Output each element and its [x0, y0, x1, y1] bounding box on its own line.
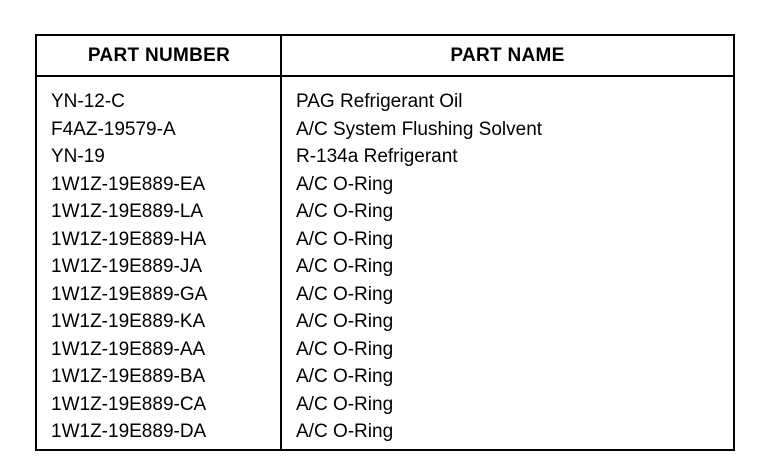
part-number-cell: YN-12-C	[51, 91, 125, 112]
header-part-number: PART NUMBER	[87, 45, 231, 66]
table-row: 1W1Z-19E889-GA A/C O-Ring	[37, 281, 733, 309]
table-row: 1W1Z-19E889-KA A/C O-Ring	[37, 308, 733, 336]
part-name-cell: PAG Refrigerant Oil	[296, 91, 463, 112]
part-number-cell: 1W1Z-19E889-CA	[51, 393, 207, 415]
table-row: 1W1Z-19E889-BA A/C O-Ring	[37, 363, 733, 391]
part-number-cell: 1W1Z-19E889-EA	[51, 173, 206, 195]
part-name-cell: A/C O-Ring	[296, 228, 394, 250]
table-row: F4AZ-19579-A A/C System Flushing Solvent	[37, 116, 733, 144]
part-name-cell: A/C System Flushing Solvent	[296, 118, 543, 140]
parts-table: PART NUMBER PART NAME YN-12-C PAG Refrige…	[35, 34, 735, 451]
part-name-cell: A/C O-Ring	[296, 366, 394, 387]
part-name-cell: A/C O-Ring	[296, 311, 394, 332]
part-number-cell: 1W1Z-19E889-HA	[51, 228, 207, 250]
part-name-cell: A/C O-Ring	[296, 338, 394, 360]
part-number-cell: 1W1Z-19E889-BA	[51, 366, 206, 387]
part-name-cell: A/C O-Ring	[296, 256, 394, 277]
table-header-row: PART NUMBER PART NAME	[37, 36, 733, 77]
table-row: YN-19 R-134a Refrigerant	[37, 143, 733, 171]
table-row: 1W1Z-19E889-EA A/C O-Ring	[37, 171, 733, 199]
table-row: YN-12-C PAG Refrigerant Oil	[37, 88, 733, 116]
part-name-cell: A/C O-Ring	[296, 201, 394, 222]
table-row: 1W1Z-19E889-AA A/C O-Ring	[37, 336, 733, 364]
part-number-cell: 1W1Z-19E889-JA	[51, 256, 203, 277]
header-part-name: PART NAME	[450, 45, 565, 66]
part-number-cell: F4AZ-19579-A	[51, 118, 176, 140]
part-name-cell: A/C O-Ring	[296, 393, 394, 415]
part-number-cell: 1W1Z-19E889-KA	[51, 311, 206, 332]
table-row: 1W1Z-19E889-CA A/C O-Ring	[37, 391, 733, 419]
part-number-cell: 1W1Z-19E889-DA	[51, 421, 207, 442]
part-number-cell: 1W1Z-19E889-AA	[51, 338, 206, 360]
part-name-cell: A/C O-Ring	[296, 283, 394, 305]
part-number-cell: 1W1Z-19E889-LA	[51, 201, 204, 222]
part-number-cell: YN-19	[51, 146, 105, 167]
table-row: 1W1Z-19E889-HA A/C O-Ring	[37, 226, 733, 254]
table-row: 1W1Z-19E889-LA A/C O-Ring	[37, 198, 733, 226]
table-row: 1W1Z-19E889-DA A/C O-Ring	[37, 418, 733, 446]
part-number-cell: 1W1Z-19E889-GA	[51, 283, 208, 305]
part-name-cell: A/C O-Ring	[296, 421, 394, 442]
part-name-cell: A/C O-Ring	[296, 173, 394, 195]
part-name-cell: R-134a Refrigerant	[296, 146, 458, 167]
table-row: 1W1Z-19E889-JA A/C O-Ring	[37, 253, 733, 281]
column-divider	[280, 36, 282, 449]
